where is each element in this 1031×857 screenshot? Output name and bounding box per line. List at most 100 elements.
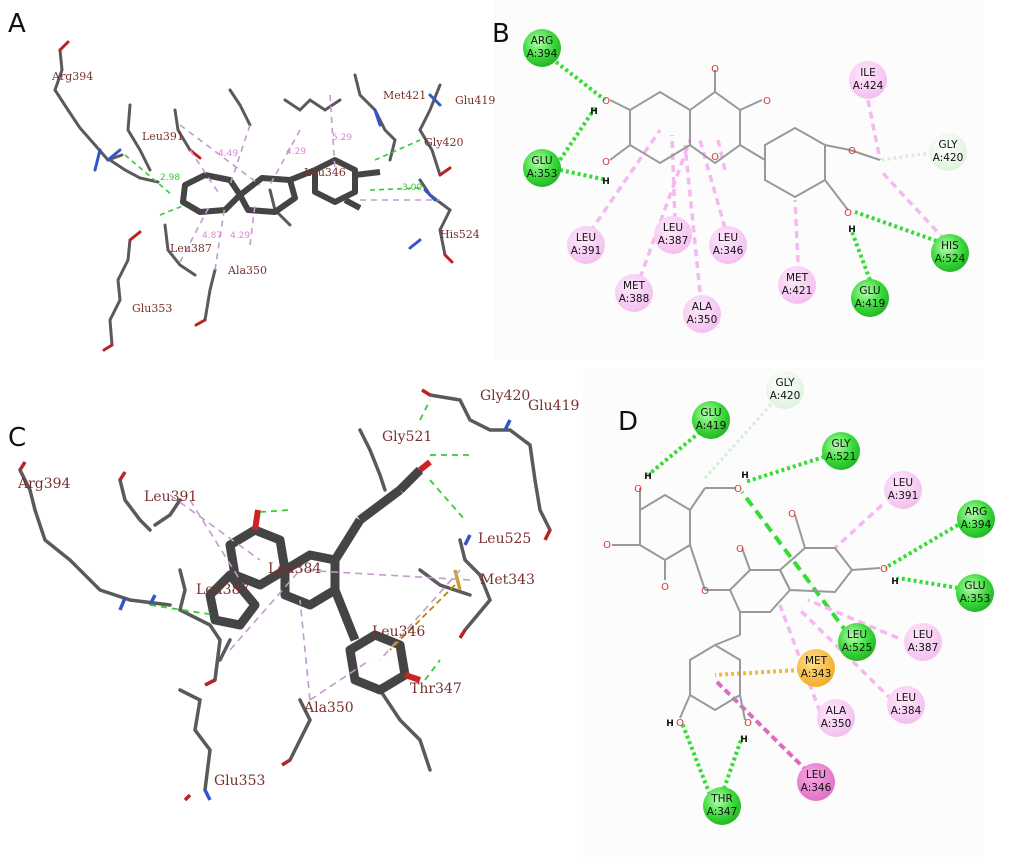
panel-d-atom-o: O xyxy=(734,484,742,495)
panel-a-nitrogen-bonds xyxy=(93,93,442,250)
svg-text:A:346: A:346 xyxy=(801,782,832,794)
svg-text:LEU: LEU xyxy=(847,629,867,641)
svg-text:A:525: A:525 xyxy=(842,642,873,654)
svg-text:A:353: A:353 xyxy=(527,168,558,180)
panel-a-distance-label: 3.00 xyxy=(402,183,422,193)
panel-c-residue-label: Gly521 xyxy=(382,429,432,445)
svg-text:LEU: LEU xyxy=(718,232,738,244)
panel-b-atom-o: O xyxy=(602,96,610,107)
svg-text:A:419: A:419 xyxy=(855,298,886,310)
panel-b-ch-line xyxy=(879,150,939,162)
panel-b-atom-o: O xyxy=(602,157,610,168)
svg-text:A:387: A:387 xyxy=(908,642,939,654)
svg-text:MET: MET xyxy=(623,280,646,292)
panel-c-ligand xyxy=(205,466,424,695)
panel-d-hbond-lines xyxy=(646,430,960,801)
svg-text:A:524: A:524 xyxy=(935,253,966,265)
svg-text:LEU: LEU xyxy=(896,692,916,704)
svg-text:A:347: A:347 xyxy=(707,806,738,818)
svg-text:ALA: ALA xyxy=(826,705,847,717)
panel-a-letter: A xyxy=(8,9,26,39)
svg-text:A:394: A:394 xyxy=(961,519,992,531)
panel-b-letter: B xyxy=(492,19,510,49)
svg-text:A:394: A:394 xyxy=(527,48,558,60)
panel-d: D xyxy=(603,371,995,825)
panel-d-atom-labels: O O O O O O O O O O H H H H H xyxy=(603,471,899,745)
panel-d-atom-o: O xyxy=(603,540,611,551)
panel-c-residue-label: Leu387 xyxy=(196,582,249,598)
panel-d-atom-o: O xyxy=(736,544,744,555)
panel-a-ligand xyxy=(180,157,381,215)
panel-c-residue-label: Gly420 xyxy=(480,388,530,404)
panel-b-atom-h: H xyxy=(848,225,856,235)
svg-text:GLU: GLU xyxy=(700,407,721,419)
svg-text:A:420: A:420 xyxy=(770,390,801,402)
svg-text:A:353: A:353 xyxy=(960,593,991,605)
svg-text:A:420: A:420 xyxy=(933,152,964,164)
svg-text:A:387: A:387 xyxy=(658,235,689,247)
svg-text:GLY: GLY xyxy=(831,438,851,450)
svg-text:A:391: A:391 xyxy=(888,490,919,502)
panel-a-oxygen-bonds xyxy=(58,40,454,352)
svg-text:ALA: ALA xyxy=(692,301,713,313)
panel-c-residue-label: Leu525 xyxy=(478,531,531,547)
panel-d-hbond-line xyxy=(740,490,850,636)
svg-text:GLY: GLY xyxy=(938,139,958,151)
panel-b-background xyxy=(494,0,984,360)
panel-c-hbond-lines xyxy=(149,399,470,681)
panel-a-residue-label: Arg394 xyxy=(51,70,93,83)
svg-text:THR: THR xyxy=(710,793,733,805)
svg-text:A:419: A:419 xyxy=(696,420,727,432)
panel-d-letter: D xyxy=(618,407,638,437)
panel-d-atom-h: H xyxy=(740,735,748,745)
panel-a-residue-label: Glu419 xyxy=(455,94,495,107)
panel-d-background xyxy=(583,368,983,857)
panel-a-residue-label: Glu353 xyxy=(132,302,172,315)
svg-text:A:521: A:521 xyxy=(826,451,857,463)
svg-text:LEU: LEU xyxy=(806,769,826,781)
panel-a-residue-label: Ala350 xyxy=(227,264,267,277)
panel-c-residue-label: Leu391 xyxy=(144,489,197,505)
panel-c-residue-label: Ala350 xyxy=(303,700,354,716)
panel-b-atom-o: O xyxy=(848,146,856,157)
panel-c-sulfur-line xyxy=(389,584,456,651)
panel-b-atom-h: H xyxy=(602,177,610,187)
panel-a-hbond-lines xyxy=(124,139,421,216)
panel-d-atom-o: O xyxy=(661,582,669,593)
panel-c-residue-label: Glu419 xyxy=(528,398,579,414)
panel-c-nitrogen-bonds xyxy=(118,419,512,801)
svg-text:MET: MET xyxy=(786,272,809,284)
panel-c-residue-label: Met343 xyxy=(480,572,535,588)
panel-a-residue-label: Met421 xyxy=(383,89,426,102)
panel-c-residue-label: Leu384 xyxy=(268,561,321,577)
svg-text:LEU: LEU xyxy=(913,629,933,641)
panel-d-atom-o: O xyxy=(634,484,642,495)
svg-text:A:391: A:391 xyxy=(571,245,602,257)
panel-a-distance-label: 4.29 xyxy=(230,231,250,241)
panel-d-atom-h: H xyxy=(644,472,652,482)
panel-c-residue-label: Thr347 xyxy=(410,681,462,697)
svg-text:GLU: GLU xyxy=(859,285,880,297)
panel-a-distance-label: 2.98 xyxy=(160,173,180,183)
panel-d-ligand xyxy=(612,487,881,721)
panel-d-atom-o: O xyxy=(744,718,752,729)
panel-b-ligand xyxy=(609,70,881,211)
panel-b: B xyxy=(492,19,969,333)
svg-text:GLY: GLY xyxy=(775,377,795,389)
